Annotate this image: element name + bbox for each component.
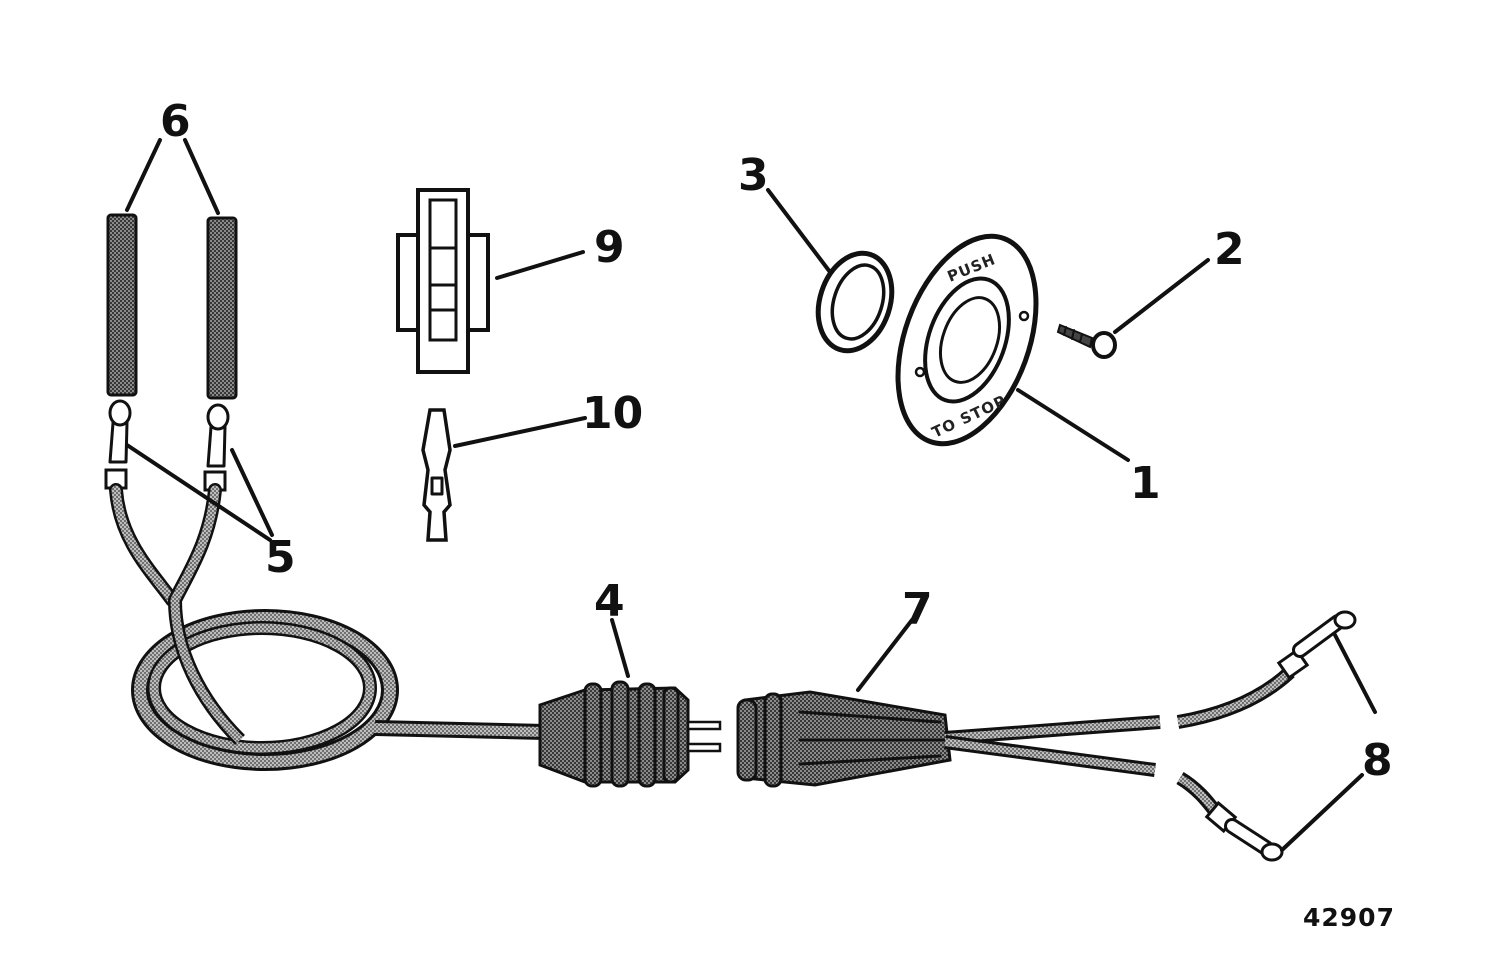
main-cord: [109, 483, 546, 771]
callout-9: 9: [594, 222, 625, 273]
connector-leads: [944, 666, 1295, 820]
sleeve-left: [106, 213, 138, 397]
leader-4: [610, 618, 630, 678]
plate-hole-left: [914, 366, 926, 378]
callout-4: 4: [594, 576, 625, 627]
terminal-right: [203, 403, 230, 492]
leader-5b: [230, 448, 274, 537]
callout-10: 10: [582, 388, 643, 439]
callout-labels: 6 5 9 10 3 2 1 4 7 8: [160, 96, 1393, 786]
callout-3: 3: [738, 150, 769, 201]
leader-3: [766, 188, 832, 274]
part-9-switch-housing: [396, 188, 490, 374]
leader-6a: [125, 138, 162, 212]
callout-2: 2: [1214, 224, 1245, 275]
callout-7: 7: [902, 584, 933, 635]
part-4-male-plug: [538, 680, 722, 788]
callout-8: 8: [1362, 735, 1393, 786]
leader-1: [1016, 388, 1130, 462]
leader-8b: [1280, 773, 1364, 852]
leader-8a: [1333, 633, 1377, 714]
terminal-lower-right: [1204, 800, 1284, 862]
part-5-terminals: [104, 399, 230, 492]
part-7-female-connector: [736, 690, 952, 788]
part-1-stop-plate: PUSH TO STOP: [895, 233, 1039, 447]
callout-1: 1: [1130, 458, 1161, 509]
leader-6b: [183, 138, 220, 215]
plate-hole-right: [1018, 310, 1030, 322]
callout-6: 6: [160, 96, 191, 147]
leader-9: [495, 250, 585, 280]
callout-5: 5: [265, 532, 296, 583]
leader-2: [1113, 258, 1210, 334]
part-10-contact-pin: [421, 408, 452, 542]
part-3-grommet: [815, 250, 895, 354]
part-8-terminals: [1204, 610, 1357, 862]
figure-number: 42907: [1303, 903, 1395, 932]
terminal-upper-right: [1276, 610, 1357, 680]
leader-lines: [125, 138, 1377, 852]
leader-10: [453, 416, 587, 448]
leader-7: [856, 618, 914, 692]
terminal-left: [104, 399, 132, 490]
part-6-sleeves: [106, 213, 238, 400]
part-2-screw: [1056, 323, 1117, 359]
leader-5a: [125, 443, 272, 542]
sleeve-right: [206, 216, 238, 400]
